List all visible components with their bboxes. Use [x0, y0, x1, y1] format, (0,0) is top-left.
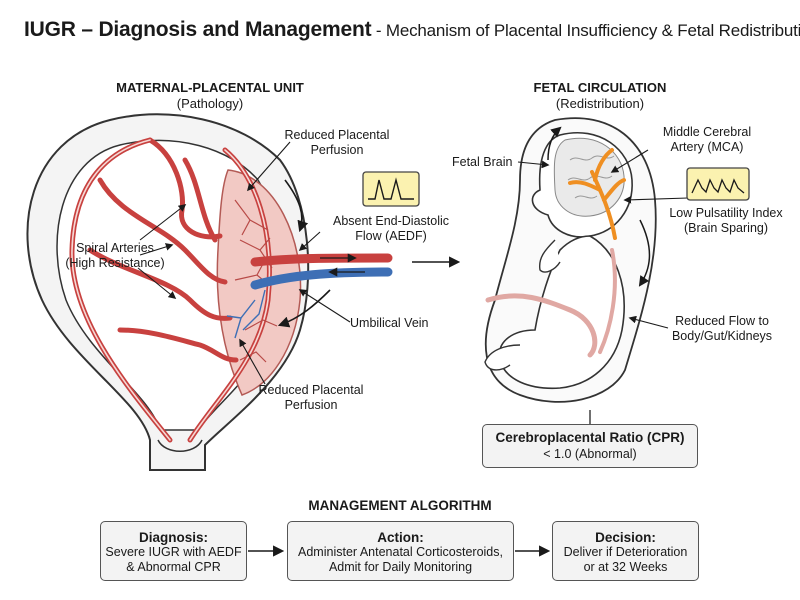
- brain-flow-arrow: [547, 126, 562, 161]
- umbilical-vein: [250, 267, 393, 290]
- step-diagnosis: Diagnosis: Severe IUGR with AEDF & Abnor…: [100, 521, 247, 581]
- left-panel-heading: MATERNAL-PLACENTAL UNIT (Pathology): [90, 80, 330, 112]
- cervix: [157, 439, 203, 452]
- right-heading-sub: (Redistribution): [555, 96, 645, 111]
- page-title: IUGR – Diagnosis and Management - Mechan…: [24, 18, 800, 42]
- aedf-doppler-waveform: [362, 171, 420, 207]
- cpr-value: < 1.0 (Abnormal): [543, 447, 637, 461]
- label-aedf: Absent End-Diastolic Flow (AEDF): [332, 214, 450, 243]
- cpr-box: Cerebroplacental Ratio (CPR) < 1.0 (Abno…: [482, 424, 698, 468]
- title-main: IUGR – Diagnosis and Management: [24, 18, 372, 41]
- perfusion-arrow-bottom: [277, 289, 331, 328]
- right-panel-heading: FETAL CIRCULATION (Redistribution): [510, 80, 690, 112]
- fetal-arm: [538, 239, 561, 273]
- right-heading-title: FETAL CIRCULATION: [533, 80, 667, 95]
- mca-vessels: [568, 148, 626, 240]
- perfusion-arrow-top: [284, 179, 309, 233]
- fetal-leg: [484, 344, 521, 371]
- label-spiral-arteries: Spiral Arteries (High Resistance): [65, 241, 165, 270]
- step-decision: Decision: Deliver if Deterioration or at…: [552, 521, 699, 581]
- label-mca: Middle Cerebral Artery (MCA): [662, 125, 752, 154]
- placental-veins: [226, 289, 266, 339]
- label-reduced-flow: Reduced Flow to Body/Gut/Kidneys: [671, 314, 773, 343]
- redistribution-arrow: [638, 219, 651, 287]
- uterus-illustration: [26, 113, 393, 471]
- cpr-title: Cerebroplacental Ratio (CPR): [495, 430, 685, 445]
- body-vessels: [598, 248, 617, 354]
- left-heading-title: MATERNAL-PLACENTAL UNIT: [116, 80, 304, 95]
- label-pulsatility-index: Low Pulsatility Index (Brain Sparing): [669, 206, 783, 235]
- label-reduced-perfusion-top: Reduced Placental Perfusion: [284, 128, 390, 157]
- label-fetal-brain: Fetal Brain: [452, 155, 513, 169]
- label-umbilical-vein: Umbilical Vein: [350, 316, 429, 330]
- left-heading-sub: (Pathology): [176, 96, 244, 111]
- brain-folds: [567, 155, 615, 199]
- right-leader-lines: [517, 149, 689, 329]
- title-sub: - Mechanism of Placental Insufficiency &…: [371, 21, 800, 40]
- management-title: MANAGEMENT ALGORITHM: [308, 498, 492, 513]
- pi-doppler-waveform: [686, 167, 750, 201]
- label-reduced-perfusion-bottom: Reduced Placental Perfusion: [258, 383, 364, 412]
- umbilical-cord: [485, 293, 598, 358]
- left-leader-lines: [137, 141, 351, 385]
- spiral-arteries-inner: [71, 139, 271, 441]
- step-action: Action: Administer Antenatal Corticoster…: [287, 521, 514, 581]
- fetus-illustration: [484, 117, 657, 424]
- umbilical-artery: [250, 253, 393, 267]
